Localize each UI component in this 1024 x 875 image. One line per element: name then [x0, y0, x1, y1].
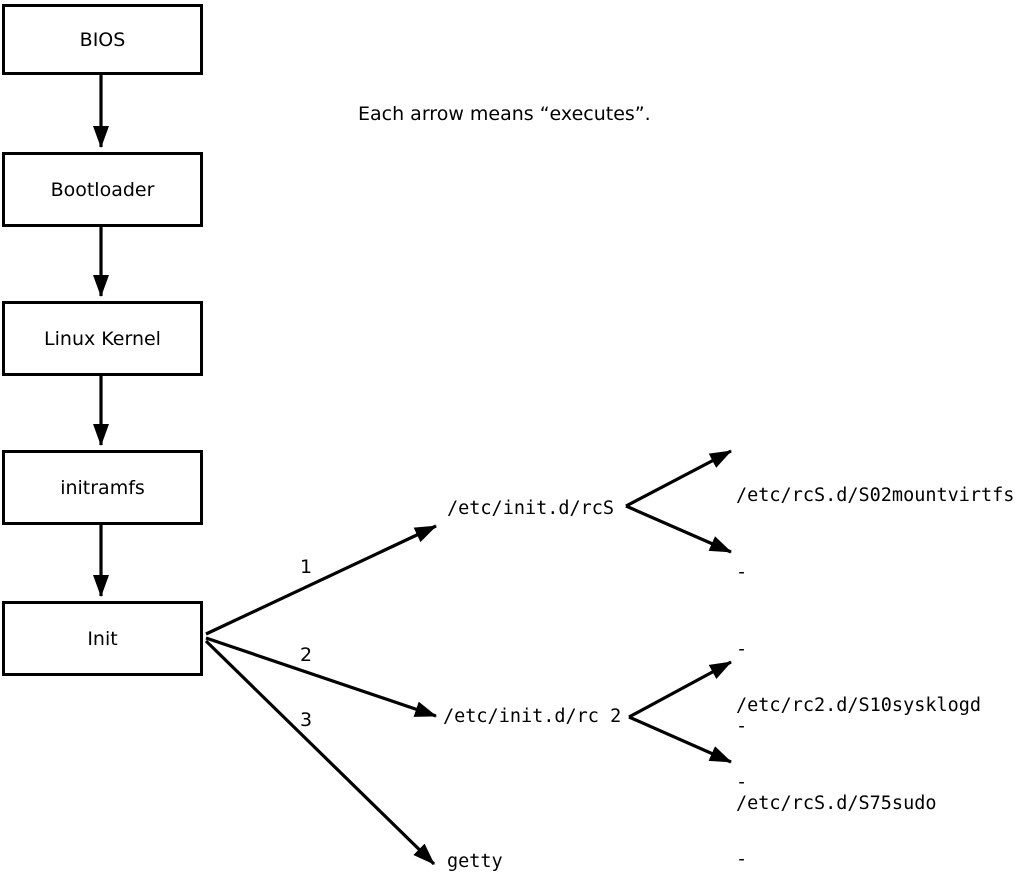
- arrow-init-to-getty: [204, 639, 436, 866]
- node-init: Init: [2, 601, 203, 676]
- rcs-script-item: /etc/rcS.d/S75sudo: [736, 793, 937, 815]
- rcs-script-item: -: [736, 639, 748, 661]
- arrow-rc2-to-s10sysklogd: [628, 660, 732, 719]
- node-bios: BIOS: [2, 4, 203, 75]
- rc2-script-list: /etc/rc2.d/S10sysklogd - - - /etc/rc2.d/…: [736, 642, 981, 875]
- node-linux-kernel-label: Linux Kernel: [44, 327, 161, 350]
- rc2-script-item: -: [736, 849, 748, 871]
- arrow-rcs-to-s02mountvirtfs: [625, 449, 732, 508]
- target-rcs-script: /etc/init.d/rcS: [447, 498, 615, 519]
- arrow-init-to-rcs: [205, 524, 437, 636]
- node-bios-label: BIOS: [79, 28, 126, 51]
- rc2-script-item: /etc/rc2.d/S10sysklogd: [736, 695, 982, 717]
- node-bootloader: Bootloader: [2, 152, 203, 227]
- rcs-script-list: /etc/rcS.d/S02mountvirtfs - - - /etc/rcS…: [736, 432, 1014, 868]
- node-init-label: Init: [87, 627, 118, 650]
- node-initramfs-label: initramfs: [60, 476, 145, 499]
- diagram-caption: Each arrow means “executes”.: [358, 103, 651, 125]
- target-getty: getty: [447, 851, 503, 872]
- target-rc2-script: /etc/init.d/rc 2: [443, 706, 622, 727]
- rc2-script-item: -: [736, 772, 748, 794]
- arrow-rc2-to-s99gdm: [628, 715, 732, 764]
- rcs-script-item: -: [736, 716, 748, 738]
- rcs-script-item: /etc/rcS.d/S02mountvirtfs: [736, 485, 1015, 507]
- arrow-init-to-rc2: [205, 636, 437, 718]
- node-bootloader-label: Bootloader: [50, 178, 155, 201]
- edge-label-3: 3: [300, 709, 313, 731]
- rcs-script-item: -: [736, 562, 748, 584]
- edge-label-1: 1: [300, 556, 313, 578]
- arrow-rcs-to-s75sudo: [625, 504, 732, 554]
- node-initramfs: initramfs: [2, 450, 203, 525]
- node-linux-kernel: Linux Kernel: [2, 301, 203, 376]
- edge-label-2: 2: [300, 644, 313, 666]
